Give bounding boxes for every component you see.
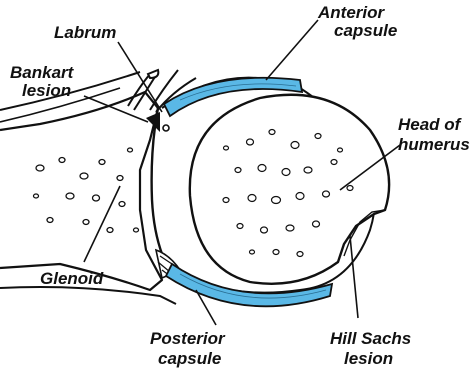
label-labrum: Labrum <box>54 23 116 42</box>
label-head-of-humerus: Head of humerus <box>398 115 470 154</box>
humeral-head <box>190 95 389 284</box>
label-hill-sachs-lesion: Hill Sachs lesion <box>330 329 416 368</box>
label-anterior-capsule: Anterior capsule <box>317 3 397 40</box>
hill-sachs-leader <box>350 236 358 318</box>
label-glenoid: Glenoid <box>40 269 104 288</box>
label-posterior-capsule: Posterior capsule <box>150 329 229 368</box>
anterior-capsule-leader <box>266 20 318 80</box>
label-bankart-lesion: Bankart lesion <box>10 63 78 100</box>
